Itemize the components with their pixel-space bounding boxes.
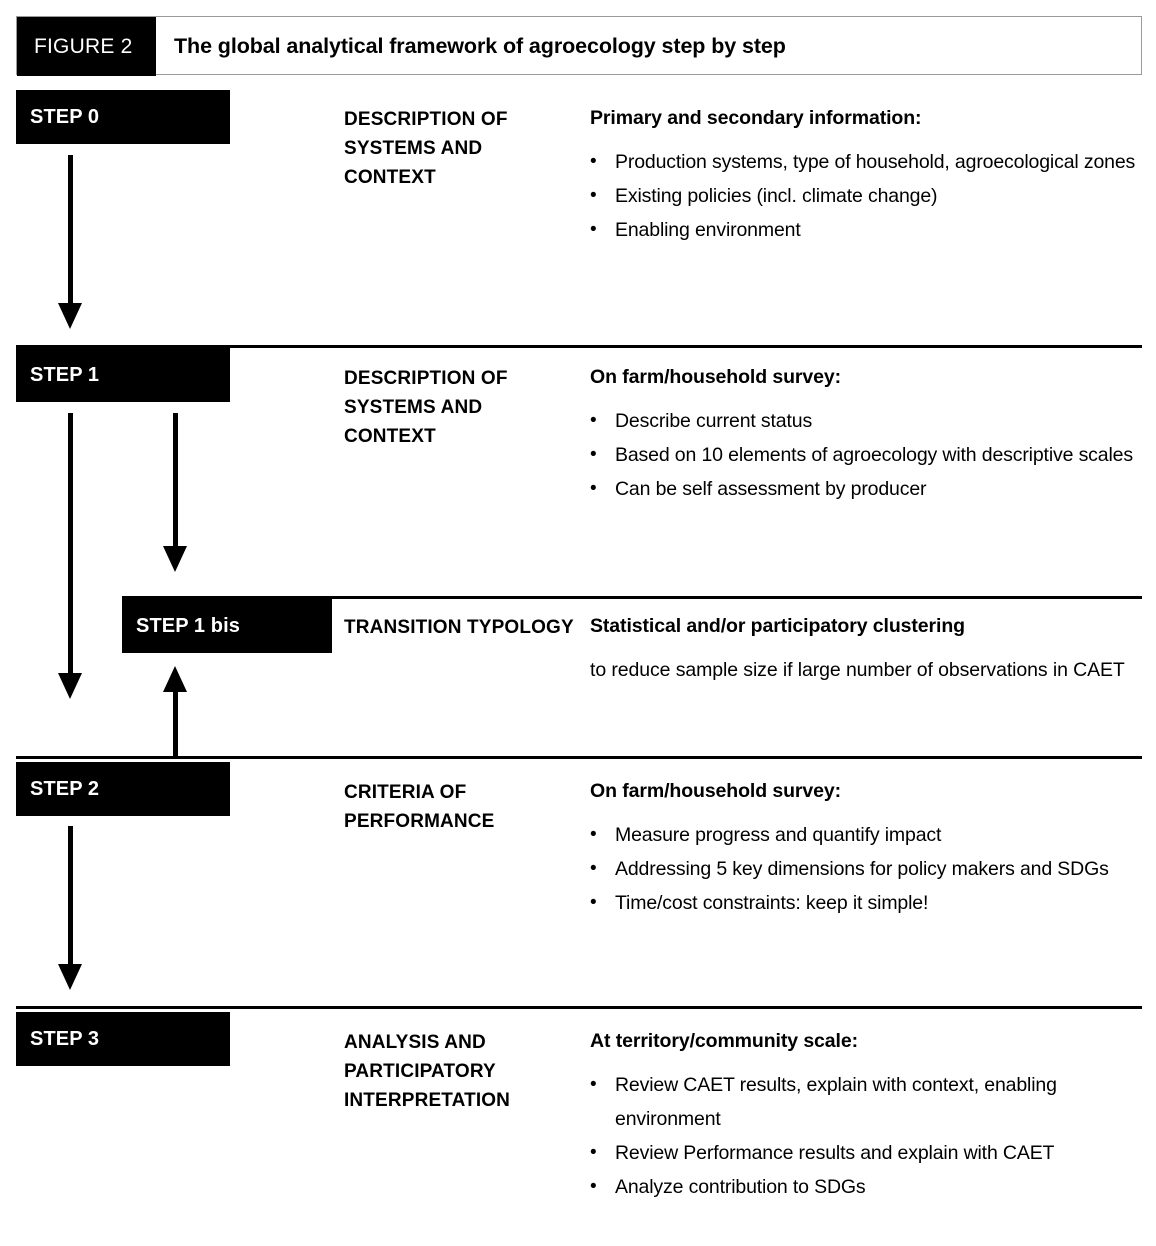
list-item: Review CAET results, explain with contex…	[590, 1068, 1146, 1136]
step-title-step-2: CRITERIA OF PERFORMANCE	[344, 782, 495, 832]
figure-title: The global analytical framework of agroe…	[174, 34, 786, 58]
list-item: Production systems, type of household, a…	[590, 145, 1146, 179]
step-bullets-step-1: Describe current status Based on 10 elem…	[590, 404, 1146, 506]
figure-header: FIGURE 2 The global analytical framework…	[16, 16, 1142, 76]
step-box-step-2: STEP 2	[16, 762, 230, 816]
list-item: Analyze contribution to SDGs	[590, 1170, 1146, 1204]
step-body-step-3: At territory/community scale: Review CAE…	[590, 1028, 1146, 1204]
step-box-step-3: STEP 3	[16, 1012, 230, 1066]
step-body-paragraph-step-1-bis: to reduce sample size if large number of…	[590, 659, 1125, 681]
step-title-step-1: DESCRIPTION OF SYSTEMS AND CONTEXT	[344, 368, 508, 447]
step-label-step-1: STEP 1	[30, 363, 100, 386]
list-item: Time/cost constraints: keep it simple!	[590, 886, 1146, 920]
list-item: Enabling environment	[590, 213, 1146, 247]
step-label-step-3: STEP 3	[30, 1027, 100, 1050]
step-body-heading-step-1: On farm/household survey:	[590, 366, 842, 388]
list-item: Based on 10 elements of agroecology with…	[590, 438, 1146, 472]
section-divider-step-1	[16, 345, 1142, 348]
step-body-step-2: On farm/household survey: Measure progre…	[590, 778, 1146, 920]
section-divider-step-2	[16, 756, 1142, 759]
step-body-step-0: Primary and secondary information: Produ…	[590, 105, 1146, 247]
step-body-step-1: On farm/household survey: Describe curre…	[590, 364, 1146, 506]
list-item: Review Performance results and explain w…	[590, 1136, 1146, 1170]
section-divider-step-1-bis	[122, 596, 1142, 599]
section-divider-step-3	[16, 1006, 1142, 1009]
step-body-heading-step-1-bis: Statistical and/or participatory cluster…	[590, 615, 965, 637]
step-bullets-step-2: Measure progress and quantify impact Add…	[590, 818, 1146, 920]
step-body-heading-step-0: Primary and secondary information:	[590, 107, 922, 129]
list-item: Measure progress and quantify impact	[590, 818, 1146, 852]
figure-number-label: FIGURE 2	[34, 34, 133, 58]
list-item: Addressing 5 key dimensions for policy m…	[590, 852, 1146, 886]
step-box-step-1-bis: STEP 1 bis	[122, 599, 332, 653]
step-bullets-step-3: Review CAET results, explain with contex…	[590, 1068, 1146, 1204]
step-body-heading-step-3: At territory/community scale:	[590, 1030, 859, 1052]
step-label-step-1-bis: STEP 1 bis	[136, 614, 241, 637]
step-box-step-1: STEP 1	[16, 348, 230, 402]
step-body-step-1-bis: Statistical and/or participatory cluster…	[590, 613, 1146, 687]
list-item: Can be self assessment by producer	[590, 472, 1146, 506]
figure-number-badge: FIGURE 2	[17, 17, 156, 76]
step-box-step-0: STEP 0	[16, 90, 230, 144]
list-item: Existing policies (incl. climate change)	[590, 179, 1146, 213]
step-title-step-1-bis: TRANSITION TYPOLOGY	[344, 617, 574, 638]
step-label-step-0: STEP 0	[30, 105, 100, 128]
step-body-heading-step-2: On farm/household survey:	[590, 780, 842, 802]
step-label-step-2: STEP 2	[30, 777, 100, 800]
list-item: Describe current status	[590, 404, 1146, 438]
step-title-step-0: DESCRIPTION OF SYSTEMS AND CONTEXT	[344, 109, 508, 188]
step-bullets-step-0: Production systems, type of household, a…	[590, 145, 1146, 247]
step-title-step-3: ANALYSIS AND PARTICIPATORY INTERPRETATIO…	[344, 1032, 511, 1111]
